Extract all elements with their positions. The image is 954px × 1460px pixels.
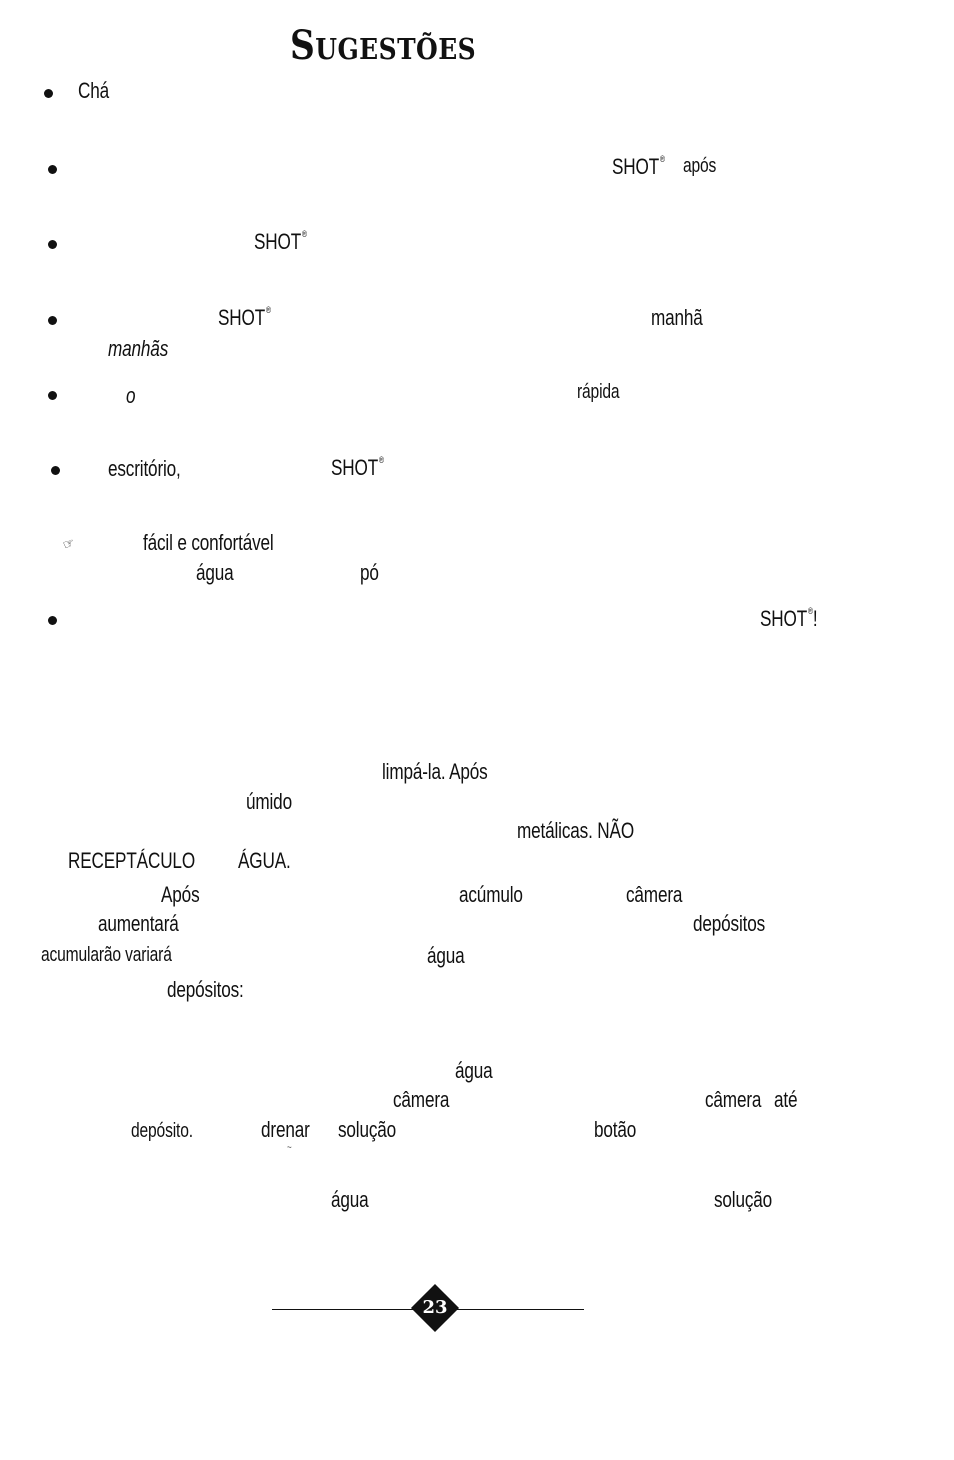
paragraph-text: água [427,943,465,968]
step-text: drenar [261,1117,310,1142]
tip-text: fácil e confortável [143,530,274,555]
step-text: solução [714,1187,773,1212]
page-number: 23 [422,1297,448,1318]
paragraph-text: câmera [626,882,683,907]
bullet-marker [48,240,57,249]
bullet-marker [51,466,60,475]
step-text: solução [338,1117,397,1142]
paragraph-text: metálicas. NÃO [517,818,635,843]
bullet-text: SHOT® [612,154,665,179]
step-text: água [331,1187,369,1212]
bullet-text: rápida [577,381,620,403]
paragraph-text: limpá-la. Após [382,759,488,784]
pointing-hand-icon: ☞ [60,534,77,553]
bullet-text: escritório, [108,456,181,481]
paragraph-text: aumentará [98,911,179,936]
paragraph-text: ÁGUA. [238,848,291,873]
paragraph-text: acúmulo [459,882,523,907]
paragraph-text: RECEPTÁCULO [68,848,196,873]
paragraph-text: acumularão variará [41,944,172,966]
step-text: até [774,1087,798,1112]
footer-rule-left [272,1309,420,1310]
bullet-text: manhãs [108,336,169,361]
tip-text: pó [360,560,379,585]
bullet-text: SHOT® [331,455,384,480]
tilde-mark: ~ [287,1143,292,1152]
step-text: câmera [705,1087,762,1112]
page-title: SUGESTÕES [290,22,477,69]
paragraph-text: Após [161,882,200,907]
bullet-text: SHOT®! [760,606,818,631]
bullet-marker [48,165,57,174]
bullet-text: o [126,383,136,408]
bullet-marker [48,616,57,625]
bullet-marker [48,391,57,400]
bullet-text: SHOT® [218,305,271,330]
bullet-text: Chá [78,78,110,103]
paragraph-text: depósitos [693,911,766,936]
step-text: botão [594,1117,637,1142]
bullet-text: manhã [651,305,703,330]
step-text: câmera [393,1087,450,1112]
bullet-marker [44,89,53,98]
bullet-marker [48,316,57,325]
bullet-text: SHOT® [254,229,307,254]
step-text: depósito. [131,1120,193,1142]
tip-text: água [196,560,234,585]
bullet-text: após [683,155,717,177]
footer-rule-right [450,1309,584,1310]
paragraph-text: úmido [246,789,292,814]
step-text: água [455,1058,493,1083]
paragraph-text: depósitos: [167,977,244,1002]
